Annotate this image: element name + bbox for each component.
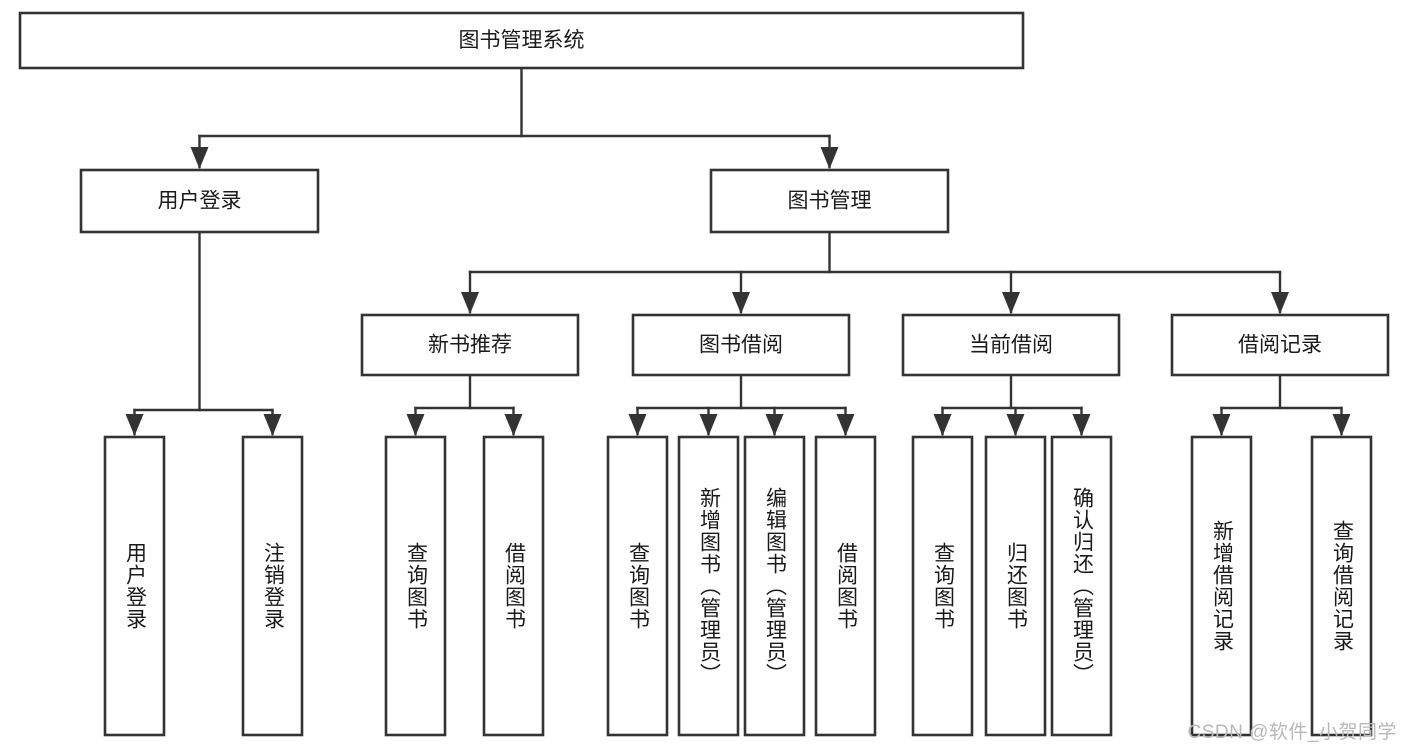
leaf-node-box-7[interactable] xyxy=(814,435,877,737)
arrow-head-icon xyxy=(628,414,647,436)
level3-node-box-1[interactable] xyxy=(631,313,851,377)
level3-node-label-3: 借阅记录 xyxy=(1238,334,1322,357)
leaf-node-box-0[interactable] xyxy=(103,435,166,737)
node-boxes-layer xyxy=(18,11,1390,737)
level3-node-box-3[interactable] xyxy=(1170,313,1390,377)
level3-node-label-1: 图书借阅 xyxy=(699,334,783,357)
leaf-node-box-11[interactable] xyxy=(1190,435,1253,737)
level2-node-box-0[interactable] xyxy=(79,168,320,234)
leaf-node-box-4[interactable] xyxy=(606,435,669,737)
arrow-head-icon xyxy=(461,292,479,314)
arrow-head-icon xyxy=(1271,292,1289,314)
arrow-head-icon xyxy=(263,414,282,436)
leaf-node-box-8[interactable] xyxy=(911,435,974,737)
leaf-node-box-12[interactable] xyxy=(1310,435,1373,737)
arrow-head-icon xyxy=(504,414,523,436)
arrow-head-icon xyxy=(1002,292,1020,314)
level3-node-box-2[interactable] xyxy=(901,313,1121,377)
leaf-node-box-1[interactable] xyxy=(241,435,304,737)
arrow-head-icon xyxy=(1332,414,1351,436)
leaf-node-box-9[interactable] xyxy=(984,435,1047,737)
level2-node-label-0: 用户登录 xyxy=(158,190,242,213)
level3-node-box-0[interactable] xyxy=(360,313,580,377)
level2-node-box-1[interactable] xyxy=(709,168,950,234)
csdn-watermark: CSDN @软件_小贺同学 xyxy=(1187,722,1397,743)
root-node-label: 图书管理系统 xyxy=(459,29,585,52)
leaf-node-box-5[interactable] xyxy=(677,435,740,737)
level3-node-label-2: 当前借阅 xyxy=(969,334,1053,357)
leaf-node-box-6[interactable] xyxy=(743,435,806,737)
level2-node-label-1: 图书管理 xyxy=(788,190,872,213)
leaf-node-box-2[interactable] xyxy=(384,435,447,737)
level3-node-label-0: 新书推荐 xyxy=(428,334,512,357)
leaf-node-box-10[interactable] xyxy=(1050,435,1113,737)
arrow-head-icon xyxy=(933,414,952,436)
leaf-node-box-3[interactable] xyxy=(482,435,545,737)
arrow-head-icon xyxy=(125,414,144,436)
arrow-head-icon xyxy=(820,147,839,169)
arrow-head-icon xyxy=(1006,414,1025,436)
arrow-head-icon xyxy=(836,414,855,436)
arrow-head-icon xyxy=(406,414,425,436)
arrow-head-icon xyxy=(765,414,784,436)
arrow-head-icon xyxy=(1072,414,1091,436)
root-node-box[interactable] xyxy=(18,11,1025,70)
arrow-head-icon xyxy=(190,147,209,169)
arrow-head-icon xyxy=(732,292,750,314)
connectors-layer xyxy=(125,66,1351,436)
arrow-head-icon xyxy=(699,414,718,436)
arrow-head-icon xyxy=(1212,414,1231,436)
